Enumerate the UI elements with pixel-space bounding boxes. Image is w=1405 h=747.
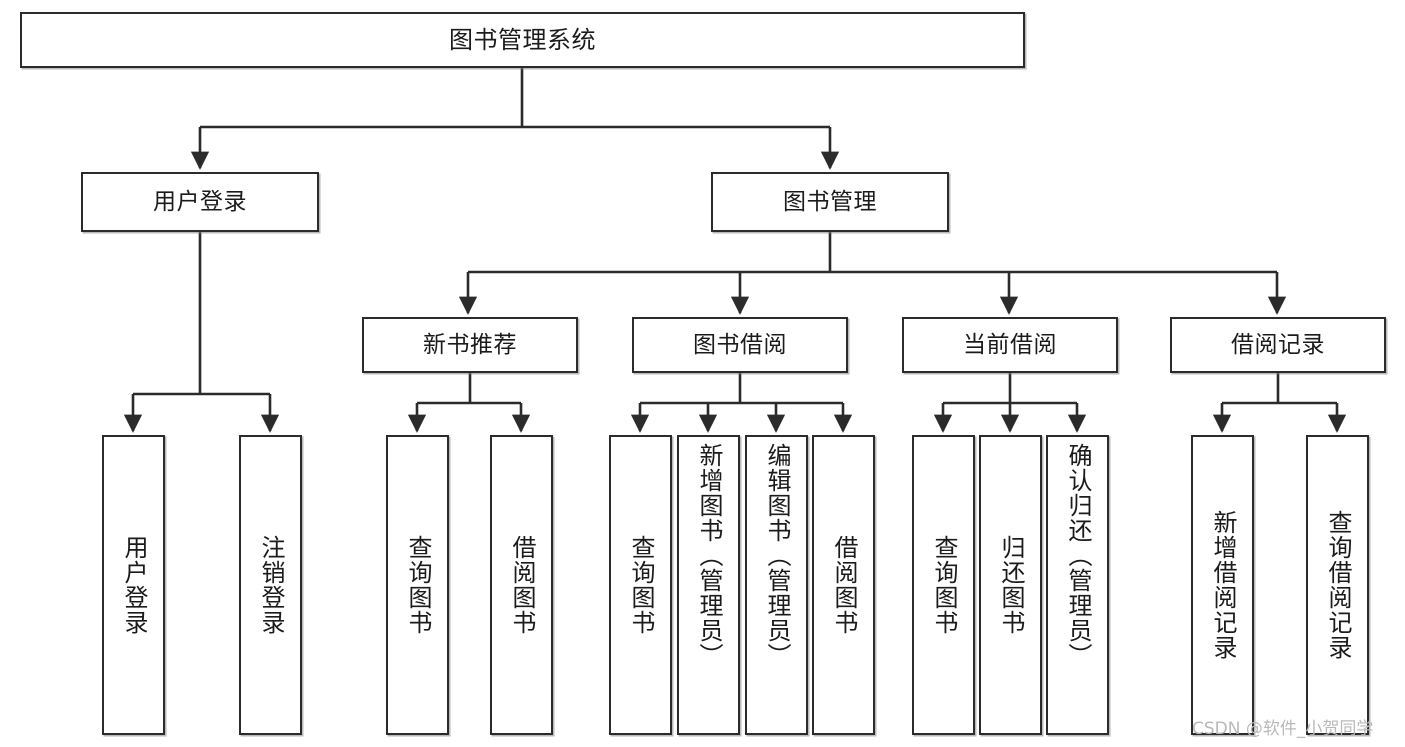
node-label: 用户登录 <box>153 188 247 215</box>
node-label: 查询图书 <box>929 535 958 635</box>
node-book-borrow[interactable]: 图书借阅 <box>632 317 848 373</box>
leaf-current-borrow-return[interactable]: 归还图书 <box>979 435 1042 735</box>
leaf-new-book-borrow[interactable]: 借阅图书 <box>490 435 553 735</box>
node-label: 新增借阅记录 <box>1208 510 1237 660</box>
node-label: 借阅图书 <box>507 535 536 635</box>
node-new-book-recommend[interactable]: 新书推荐 <box>362 317 578 373</box>
node-label: 用户登录 <box>119 535 148 635</box>
node-label: 当前借阅 <box>963 331 1057 358</box>
leaf-current-borrow-confirm[interactable]: 确认归还（管理员） <box>1046 435 1109 735</box>
leaf-book-borrow-edit[interactable]: 编辑图书（管理员） <box>745 435 808 735</box>
node-label: 查询图书 <box>403 535 432 635</box>
node-label: 新书推荐 <box>423 331 517 358</box>
csdn-watermark: CSDN @软件_小贺同学 <box>1192 719 1374 739</box>
node-label: 图书管理系统 <box>449 26 596 54</box>
node-label: 图书管理 <box>783 188 877 215</box>
node-root-system[interactable]: 图书管理系统 <box>20 12 1025 68</box>
leaf-new-book-query[interactable]: 查询图书 <box>386 435 449 735</box>
node-label: 编辑图书（管理员） <box>762 443 791 668</box>
node-label: 查询借阅记录 <box>1323 510 1352 660</box>
leaf-book-borrow-add[interactable]: 新增图书（管理员） <box>677 435 740 735</box>
node-borrow-record[interactable]: 借阅记录 <box>1170 317 1386 373</box>
node-label: 图书借阅 <box>693 331 787 358</box>
node-book-management[interactable]: 图书管理 <box>711 172 949 232</box>
leaf-borrow-record-query[interactable]: 查询借阅记录 <box>1306 435 1369 735</box>
leaf-book-borrow-query[interactable]: 查询图书 <box>609 435 672 735</box>
node-user-login[interactable]: 用户登录 <box>81 172 319 232</box>
node-label: 确认归还（管理员） <box>1063 443 1092 668</box>
node-label: 借阅记录 <box>1231 331 1325 358</box>
leaf-book-borrow-borrow[interactable]: 借阅图书 <box>812 435 875 735</box>
node-label: 注销登录 <box>256 535 285 635</box>
leaf-user-login-login[interactable]: 用户登录 <box>102 435 165 735</box>
leaf-current-borrow-query[interactable]: 查询图书 <box>912 435 975 735</box>
node-label: 查询图书 <box>626 535 655 635</box>
node-label: 归还图书 <box>996 535 1025 635</box>
leaf-borrow-record-add[interactable]: 新增借阅记录 <box>1191 435 1254 735</box>
node-current-borrow[interactable]: 当前借阅 <box>902 317 1118 373</box>
leaf-user-login-logout[interactable]: 注销登录 <box>239 435 302 735</box>
node-label: 借阅图书 <box>829 535 858 635</box>
node-label: 新增图书（管理员） <box>694 443 723 668</box>
